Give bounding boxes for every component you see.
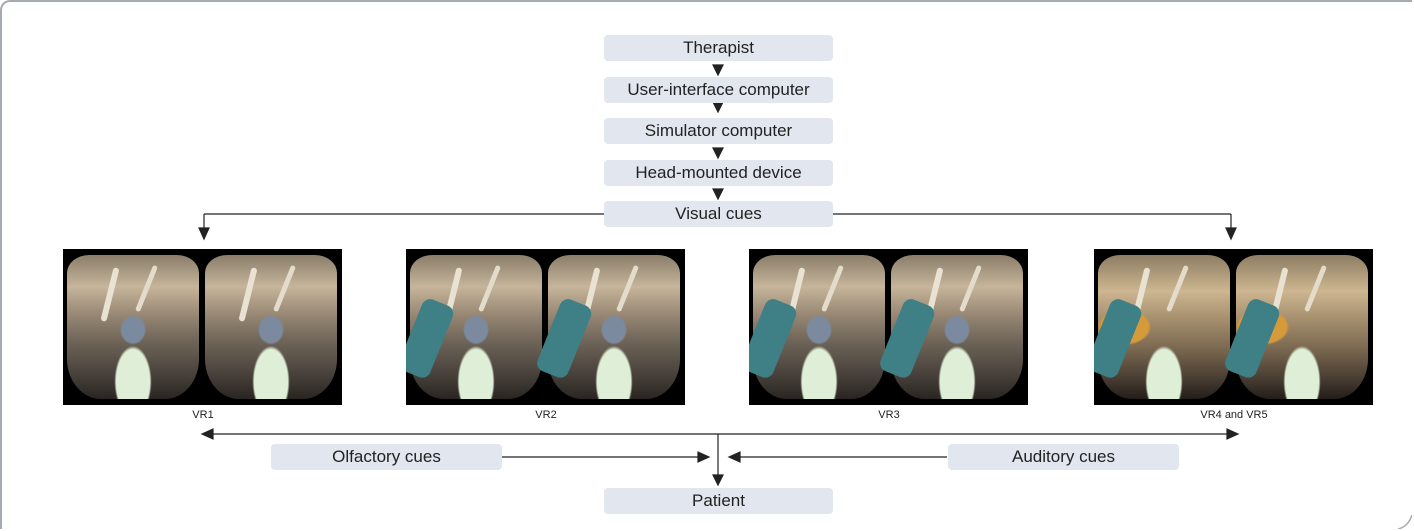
- caption-vr3: VR3: [878, 409, 900, 421]
- vr4-vr5-image: [1094, 249, 1373, 405]
- arrow-to-patient: [712, 474, 724, 487]
- auditory-cues-box: Auditory cues: [948, 444, 1179, 470]
- caption-vr1: VR1: [192, 409, 214, 421]
- visual-cues-box: Visual cues: [604, 201, 833, 227]
- vr1-image: [63, 249, 342, 405]
- arrow-right-head: [1226, 428, 1240, 440]
- vr3-left-eye: [753, 255, 885, 399]
- arrow-to-vr4: [1225, 227, 1237, 241]
- vr3-image: [749, 249, 1028, 405]
- vr2-left-eye: [410, 255, 542, 399]
- arrow-hmd-to-visual: [712, 188, 724, 201]
- vr1-left-eye: [67, 255, 199, 399]
- vr2-right-eye: [548, 255, 680, 399]
- olfactory-arrowhead: [697, 451, 711, 463]
- olfactory-cues-box: Olfactory cues: [271, 444, 502, 470]
- vr3-right-eye: [891, 255, 1023, 399]
- vr4-left-eye: [1098, 255, 1230, 399]
- arrow-to-vr1: [198, 227, 210, 241]
- vr1-right-eye: [205, 255, 337, 399]
- corner-curl: [1398, 515, 1412, 529]
- arrow-ui-to-simulator: [712, 101, 724, 114]
- auditory-arrowhead: [727, 451, 741, 463]
- vr2-image: [406, 249, 685, 405]
- arrow-therapist-to-ui: [712, 64, 724, 77]
- head-mounted-device-box: Head-mounted device: [604, 160, 833, 186]
- arrow-simulator-to-hmd: [712, 147, 724, 160]
- vr4-right-eye: [1236, 255, 1368, 399]
- patient-box: Patient: [604, 488, 833, 514]
- ui-computer-box: User-interface computer: [604, 77, 833, 103]
- arrow-left-head: [200, 428, 214, 440]
- therapist-box: Therapist: [604, 35, 833, 61]
- caption-vr4-vr5: VR4 and VR5: [1200, 409, 1268, 421]
- caption-vr2: VR2: [535, 409, 557, 421]
- simulator-computer-box: Simulator computer: [604, 118, 833, 144]
